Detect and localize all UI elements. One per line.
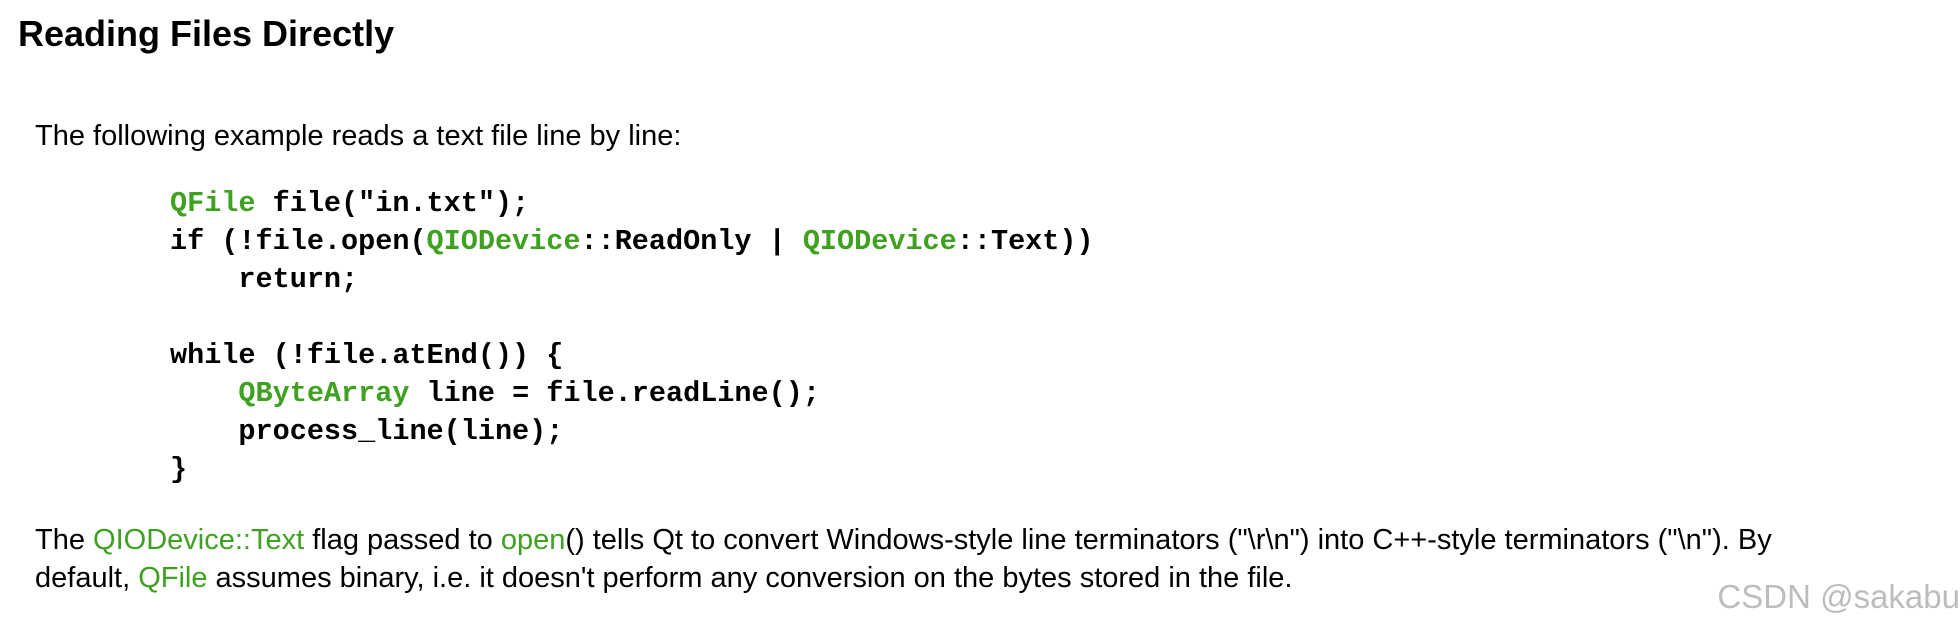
explanation-text: default, bbox=[35, 562, 139, 594]
qfile-link[interactable]: QFile bbox=[138, 562, 208, 594]
watermark: CSDN @sakabu bbox=[1717, 578, 1960, 615]
code-type-qiodevice: QIODevice bbox=[426, 225, 581, 258]
explanation-text: flag passed to bbox=[304, 524, 501, 556]
code-line-7: process_line(line); bbox=[170, 415, 564, 448]
code-indent bbox=[170, 377, 238, 410]
explanation-line-2: default, QFile assumes binary, i.e. it d… bbox=[35, 559, 1960, 597]
explanation-line-1: The QIODevice::Text flag passed to open(… bbox=[35, 521, 1960, 559]
code-type-qbytearray: QByteArray bbox=[238, 377, 410, 410]
code-text: file("in.txt"); bbox=[255, 187, 530, 220]
code-line-4 bbox=[170, 299, 1094, 337]
intro-paragraph: The following example reads a text file … bbox=[35, 120, 682, 152]
code-text: ::ReadOnly | bbox=[580, 225, 803, 258]
code-line-1: QFile file("in.txt"); bbox=[170, 185, 1094, 223]
code-line-6: QByteArray line = file.readLine(); bbox=[170, 375, 1094, 413]
explanation-text: assumes binary, i.e. it doesn't perform … bbox=[207, 562, 1293, 594]
page-title: Reading Files Directly bbox=[18, 13, 395, 54]
code-text: ::Text)) bbox=[956, 225, 1094, 258]
explanation-paragraph: The QIODevice::Text flag passed to open(… bbox=[35, 521, 1960, 597]
qiodevice-text-link[interactable]: QIODevice::Text bbox=[93, 524, 305, 556]
explanation-text: The bbox=[35, 524, 94, 556]
code-type-qiodevice: QIODevice bbox=[802, 225, 957, 258]
code-line-5: while (!file.atEnd()) { bbox=[170, 339, 564, 372]
code-line-8: } bbox=[170, 453, 188, 486]
open-link[interactable]: open bbox=[500, 524, 566, 556]
code-line-3: return; bbox=[170, 263, 359, 296]
code-line-2: if (!file.open(QIODevice::ReadOnly | QIO… bbox=[170, 223, 1094, 261]
code-text: line = file.readLine(); bbox=[409, 377, 820, 410]
explanation-text: () tells Qt to convert Windows-style lin… bbox=[565, 524, 1772, 556]
code-type-qfile: QFile bbox=[170, 187, 256, 220]
code-example: QFile file("in.txt"); if (!file.open(QIO… bbox=[170, 185, 1094, 489]
code-text: if (!file.open( bbox=[170, 225, 427, 258]
